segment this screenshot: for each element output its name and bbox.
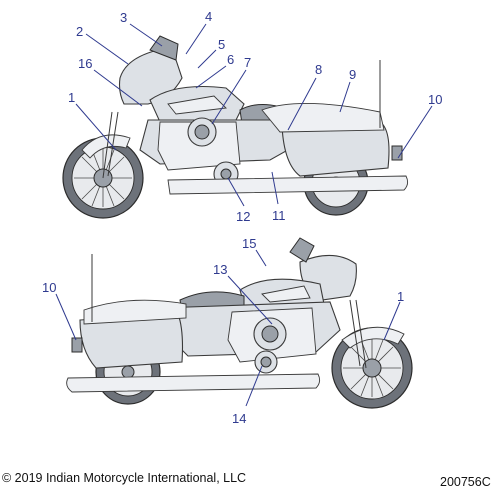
callout-9-top: 9 <box>339 67 356 113</box>
svg-text:14: 14 <box>232 411 246 426</box>
copyright-text: © 2019 Indian Motorcycle International, … <box>2 471 246 485</box>
svg-text:16: 16 <box>78 56 92 71</box>
callout-7-top: 7 <box>211 55 251 125</box>
svg-text:3: 3 <box>120 10 127 25</box>
svg-text:15: 15 <box>242 236 256 251</box>
svg-text:12: 12 <box>236 209 250 224</box>
svg-text:9: 9 <box>349 67 356 82</box>
callout-8-top: 8 <box>287 62 322 131</box>
callouts-top: 3 4 2 5 6 7 8 9 <box>68 9 442 224</box>
callout-2-top: 2 <box>76 24 129 65</box>
figure-code: 200756C <box>440 475 491 489</box>
callout-16-top: 16 <box>78 56 143 107</box>
callout-1-top: 1 <box>68 90 117 151</box>
svg-text:11: 11 <box>272 208 286 223</box>
engine-top <box>157 117 241 187</box>
svg-text:8: 8 <box>315 62 322 77</box>
callout-1-bottom: 1 <box>383 289 404 341</box>
callout-4-top: 4 <box>185 9 212 55</box>
svg-text:5: 5 <box>218 37 225 52</box>
svg-text:6: 6 <box>227 52 234 67</box>
svg-text:2: 2 <box>76 24 83 39</box>
callout-13-bottom: 13 <box>213 262 273 325</box>
svg-text:4: 4 <box>205 9 212 24</box>
callout-15-bottom: 14 <box>232 365 263 426</box>
callout-12-top: 12 <box>227 177 250 224</box>
svg-text:10: 10 <box>428 92 442 107</box>
callout-10-bottom: 10 <box>42 280 77 341</box>
callout-11-top: 11 <box>271 171 286 223</box>
callout-3-top: 3 <box>120 10 163 47</box>
callout-5-top: 5 <box>197 37 225 69</box>
svg-text:10: 10 <box>42 280 56 295</box>
svg-text:7: 7 <box>244 55 251 70</box>
svg-text:1: 1 <box>397 289 404 304</box>
callouts-bottom: 15 13 10 1 14 <box>42 236 404 426</box>
svg-text:1: 1 <box>68 90 75 105</box>
motorcycle-right-side-view <box>62 35 409 219</box>
callout-6-top: 6 <box>195 52 234 89</box>
callout-10-top: 10 <box>397 92 442 159</box>
motorcycle-left-side-view <box>66 237 413 409</box>
svg-text:13: 13 <box>213 262 227 277</box>
engine-bottom <box>227 307 317 374</box>
callout-14-bottom: 15 <box>242 236 267 267</box>
